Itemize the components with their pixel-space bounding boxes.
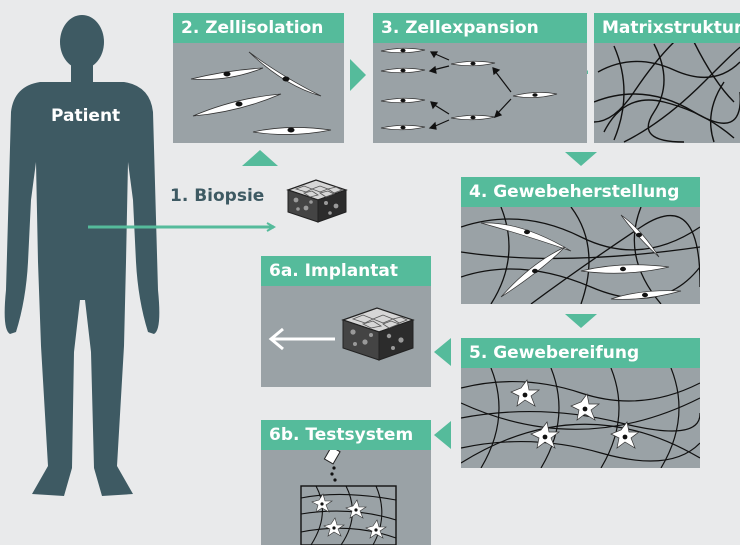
arrow-up-to-isolation (242, 150, 278, 166)
fabrication-title: 4. Gewebeherstellung (461, 177, 700, 207)
maturation-title: 5. Gewebereifung (461, 338, 700, 368)
maturation-panel (461, 368, 700, 468)
expansion-panel (373, 42, 587, 143)
isolation-panel (173, 42, 344, 143)
biopsy-tissue-icon (286, 178, 348, 224)
arrow-right-to-expansion (350, 59, 366, 91)
matrix-panel (594, 42, 740, 143)
arrow-left-to-testsystem (434, 421, 451, 449)
implant-title: 6a. Implantat (261, 256, 431, 286)
matrix-title: Matrixstruktur (594, 13, 740, 43)
testsystem-panel (261, 450, 431, 545)
isolation-title: 2. Zellisolation (173, 13, 344, 43)
arrow-left-to-implant (434, 338, 451, 366)
arrow-down-to-maturation (565, 314, 597, 328)
arrow-down-to-fabrication (565, 152, 597, 166)
fabrication-panel (461, 207, 700, 304)
expansion-title: 3. Zellexpansion (373, 13, 587, 43)
biopsy-label: 1. Biopsie (170, 186, 264, 206)
testsystem-title: 6b. Testsystem (261, 420, 431, 450)
implant-panel (261, 286, 431, 387)
